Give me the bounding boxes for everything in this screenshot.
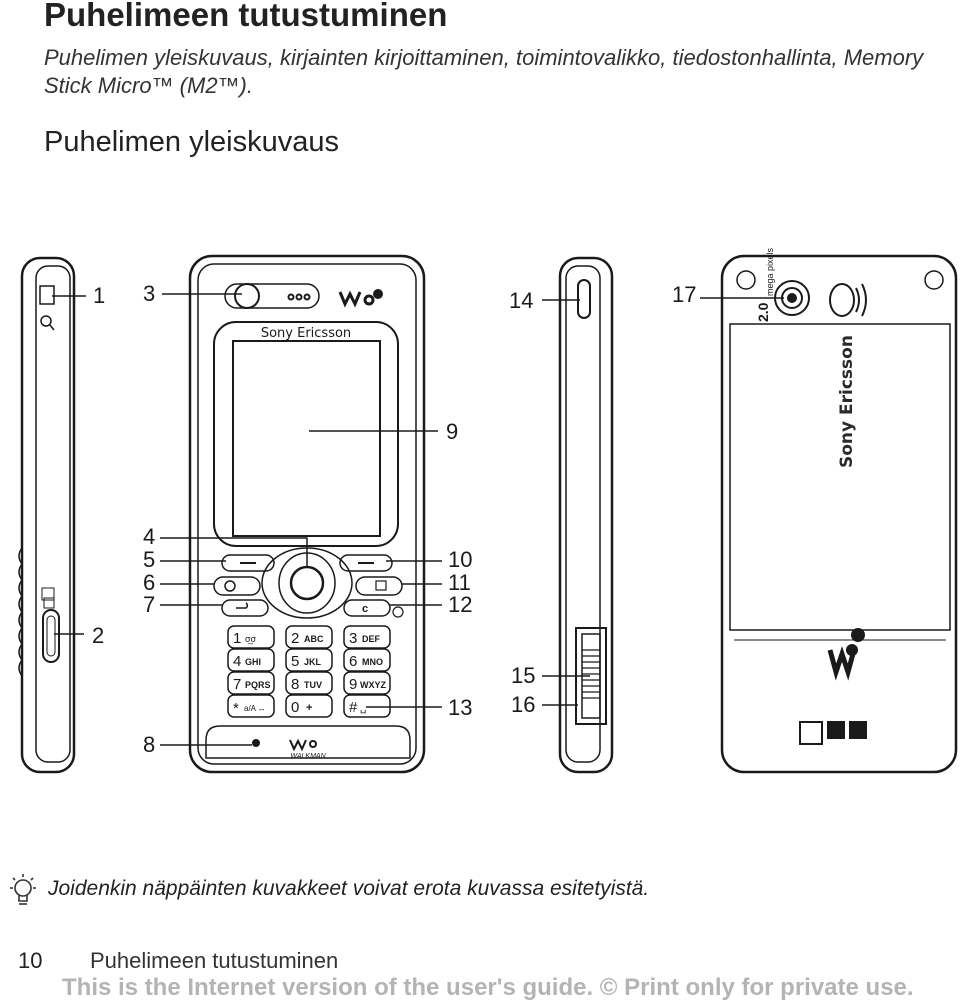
- phone-back-view: [720, 254, 958, 774]
- phone-overview-figure: 1 σ̲σ 2 ABC 3 DEF 4 GHI 5 JKL 6 MNO 7 PQ…: [18, 247, 958, 774]
- lightbulb-icon: [10, 874, 36, 905]
- front-brand-text: Sony Ericsson: [261, 326, 351, 341]
- phone-right-side-view: [558, 256, 614, 774]
- callout-17: 17: [672, 282, 696, 307]
- section-heading: Puhelimen yleiskuvaus: [44, 126, 339, 158]
- key-hash-letters: ␣: [360, 703, 366, 714]
- page-title: Puhelimeen tutustuminen: [44, 0, 448, 33]
- callout-16: 16: [511, 692, 535, 717]
- key-3-letters: DEF: [362, 634, 381, 644]
- key-hash-digit: #: [349, 699, 358, 716]
- key-7-digit: 7: [233, 676, 241, 693]
- phone-left-side-view: [18, 256, 76, 774]
- callout-6: 6: [143, 570, 155, 595]
- callout-8: 8: [143, 732, 155, 757]
- watermark-text: This is the Internet version of the user…: [62, 974, 914, 1001]
- key-9-digit: 9: [349, 676, 357, 693]
- key-8-letters: TUV: [304, 680, 322, 690]
- footer-chapter: Puhelimeen tutustuminen: [90, 948, 339, 973]
- key-star-digit: *: [233, 700, 239, 717]
- callout-1: 1: [93, 283, 105, 308]
- key-8-digit: 8: [291, 676, 299, 693]
- callout-7: 7: [143, 592, 155, 617]
- callout-11: 11: [448, 570, 471, 595]
- page-number: 10: [18, 948, 43, 973]
- callout-10: 10: [448, 547, 472, 572]
- key-5-letters: JKL: [304, 657, 322, 667]
- back-brand-text: Sony Ericsson: [837, 335, 857, 468]
- key-4-digit: 4: [233, 653, 241, 670]
- camera-megapixel-small: mega pixels: [765, 247, 775, 296]
- callout-4: 4: [143, 524, 155, 549]
- chapter-subtitle: Puhelimen yleiskuvaus, kirjainten kirjoi…: [44, 45, 924, 98]
- key-2-digit: 2: [291, 630, 299, 647]
- key-6-digit: 6: [349, 653, 357, 670]
- key-9-letters: WXYZ: [360, 680, 387, 690]
- callout-3: 3: [143, 281, 155, 306]
- key-1-digit: 1: [233, 630, 241, 647]
- front-walkman-text: WALKMAN: [290, 753, 326, 760]
- key-4-letters: GHI: [245, 657, 261, 667]
- callout-12: 12: [448, 592, 472, 617]
- keypad-labels: 1 σ̲σ 2 ABC 3 DEF 4 GHI 5 JKL 6 MNO 7 PQ…: [233, 603, 387, 717]
- key-star-letters: a/A ↔: [244, 704, 266, 713]
- callout-15: 15: [511, 663, 535, 688]
- key-5-digit: 5: [291, 653, 299, 670]
- callout-leader-lines: [52, 293, 784, 746]
- callout-5: 5: [143, 547, 155, 572]
- note-text: Joidenkin näppäinten kuvakkeet voivat er…: [48, 877, 650, 900]
- key-7-letters: PQRS: [245, 680, 271, 690]
- phone-front-view: [188, 254, 426, 774]
- callout-14: 14: [509, 288, 533, 313]
- callout-2: 2: [92, 623, 104, 648]
- key-6-letters: MNO: [362, 657, 383, 667]
- callout-9: 9: [446, 419, 458, 444]
- clear-key-label: c: [362, 603, 368, 615]
- key-2-letters: ABC: [304, 634, 324, 644]
- key-1-letters: σ̲σ: [245, 634, 257, 644]
- callout-13: 13: [448, 695, 472, 720]
- key-0-digit: 0: [291, 699, 299, 716]
- key-3-digit: 3: [349, 630, 357, 647]
- camera-megapixel-big: 2.0: [755, 302, 771, 322]
- key-0-letters: +: [306, 702, 312, 714]
